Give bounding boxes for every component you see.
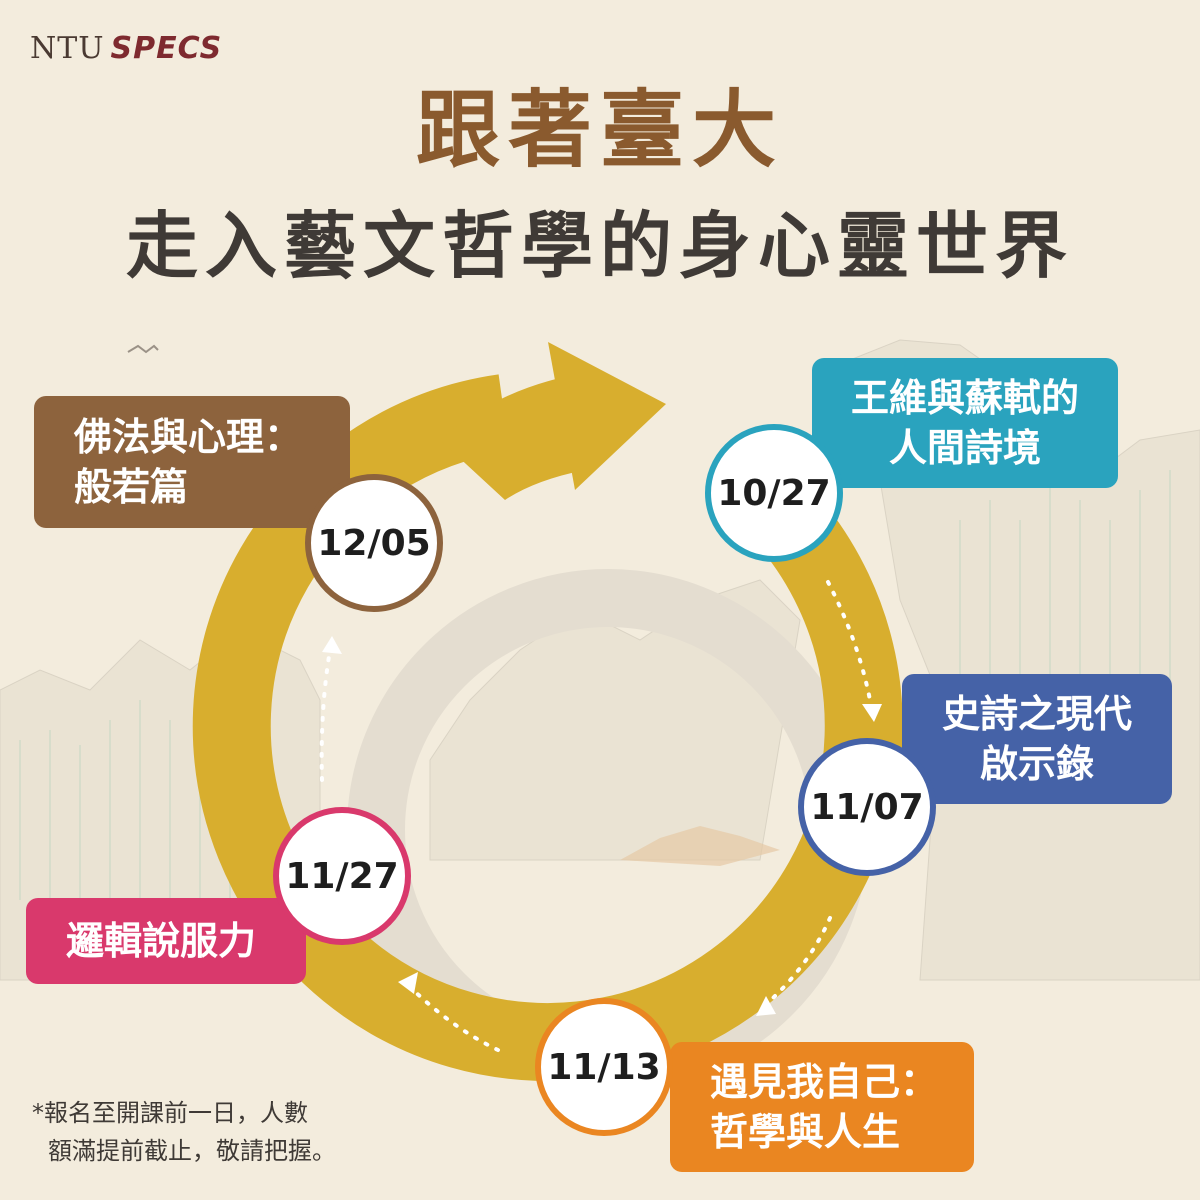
- session-date-3: 11/13: [535, 998, 673, 1136]
- landscape-texture: [19, 470, 1171, 930]
- note-line-1: *報名至開課前一日，人數: [32, 1099, 308, 1127]
- session-label-2: 史詩之現代 啟示錄: [902, 674, 1172, 804]
- session-label-4: 邏輯說服力: [26, 898, 306, 984]
- session-date-2: 11/07: [798, 738, 936, 876]
- session-title-line: 邏輯說服力: [66, 919, 257, 963]
- session-date-5: 12/05: [305, 474, 443, 612]
- session-label-5: 佛法與心理： 般若篇: [34, 396, 350, 528]
- brand-ntu: NTU: [30, 31, 105, 66]
- brand-specs: SPECS: [110, 31, 223, 66]
- cycle-ring: [192, 374, 903, 1081]
- session-title-line: 哲學與人生: [710, 1110, 901, 1154]
- title-line-2: 走入藝文哲學的身心靈世界: [125, 204, 1074, 288]
- session-label-1: 王維與蘇軾的 人間詩境: [812, 358, 1118, 488]
- session-title-line: 佛法與心理：: [74, 415, 303, 459]
- title-line-1: 跟著臺大: [415, 81, 784, 179]
- session-label-3: 遇見我自己： 哲學與人生: [670, 1042, 974, 1172]
- direction-arrowheads: [322, 636, 882, 1016]
- session-title-line: 王維與蘇軾的: [850, 376, 1079, 420]
- direction-dots: [319, 580, 872, 1052]
- bird-icon: [127, 344, 159, 354]
- registration-note: *報名至開課前一日，人數 額滿提前截止，敬請把握。: [32, 1094, 392, 1170]
- note-line-2: 額滿提前截止，敬請把握。: [48, 1137, 336, 1165]
- session-title-line: 史詩之現代: [941, 692, 1132, 736]
- session-date-1: 10/27: [705, 424, 843, 562]
- island-shape: [620, 826, 780, 866]
- session-title-line: 遇見我自己：: [710, 1060, 939, 1104]
- session-title-line: 般若篇: [74, 465, 189, 509]
- session-date-4: 11/27: [273, 807, 411, 945]
- cycle-arrow-neck: [440, 378, 585, 500]
- session-title-line: 人間詩境: [888, 426, 1041, 470]
- session-title-line: 啟示錄: [979, 742, 1094, 786]
